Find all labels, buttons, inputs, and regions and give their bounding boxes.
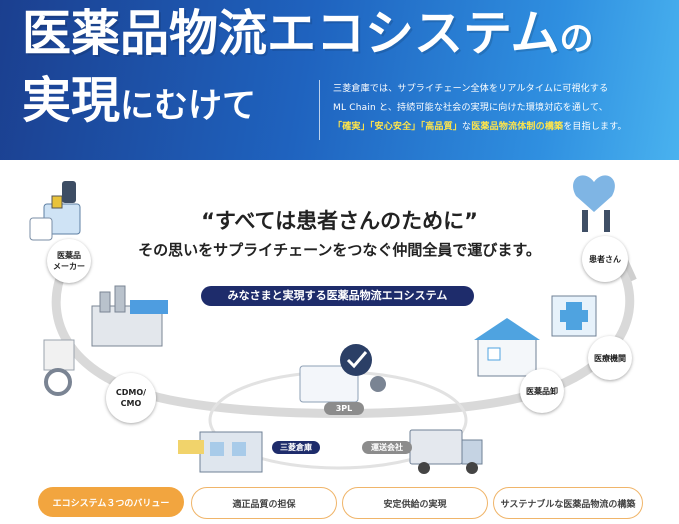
ecosystem-pill: みなさまと実現する医薬品物流エコシステム <box>201 286 474 306</box>
node-pharmacy-wholesaler: 医薬品卸 <box>520 369 564 413</box>
factory-illustration <box>43 285 168 396</box>
page-title-line2: 実現にむけて <box>22 72 257 129</box>
node-hospital: 医療機関 <box>588 336 632 380</box>
logistics-3pl-illustration <box>299 344 386 403</box>
hospital-illustration <box>551 295 597 337</box>
value-item-3: サステナブルな医薬品物流の構築 <box>493 487 643 519</box>
divider <box>319 80 320 140</box>
truck-illustration <box>409 429 483 474</box>
intro-text: 三菱倉庫では、サプライチェーン全体をリアルタイムに可視化する ML Chain … <box>333 84 627 132</box>
node-medicine-maker: 医薬品メーカー <box>47 239 91 283</box>
patients-illustration <box>573 175 615 232</box>
header-banner: 医薬品物流エコシステムの 実現にむけて 三菱倉庫では、サプライチェーン全体をリア… <box>0 0 679 160</box>
node-patient: 患者さん <box>582 236 628 282</box>
tag-3pl: 3PL <box>324 402 364 415</box>
diagram-subtitle: その思いをサプライチェーンをつなぐ仲間全員で運びます。 <box>138 241 541 259</box>
value-item-1: 適正品質の担保 <box>191 487 337 519</box>
wholesaler-illustration <box>474 318 540 377</box>
tag-transport: 運送会社 <box>362 441 412 454</box>
tag-mitsubishi: 三菱倉庫 <box>272 441 320 454</box>
page-title-line1: 医薬品物流エコシステムの <box>22 5 594 62</box>
node-cdmo-cmo: CDMO/CMO <box>106 373 156 423</box>
values-lead: エコシステム３つのバリュー <box>38 487 184 517</box>
warehouse-illustration <box>178 431 263 473</box>
value-item-2: 安定供給の実現 <box>342 487 488 519</box>
diagram-quote: “すべては患者さんのために” <box>201 209 478 233</box>
medicine-maker-illustration <box>29 181 81 241</box>
